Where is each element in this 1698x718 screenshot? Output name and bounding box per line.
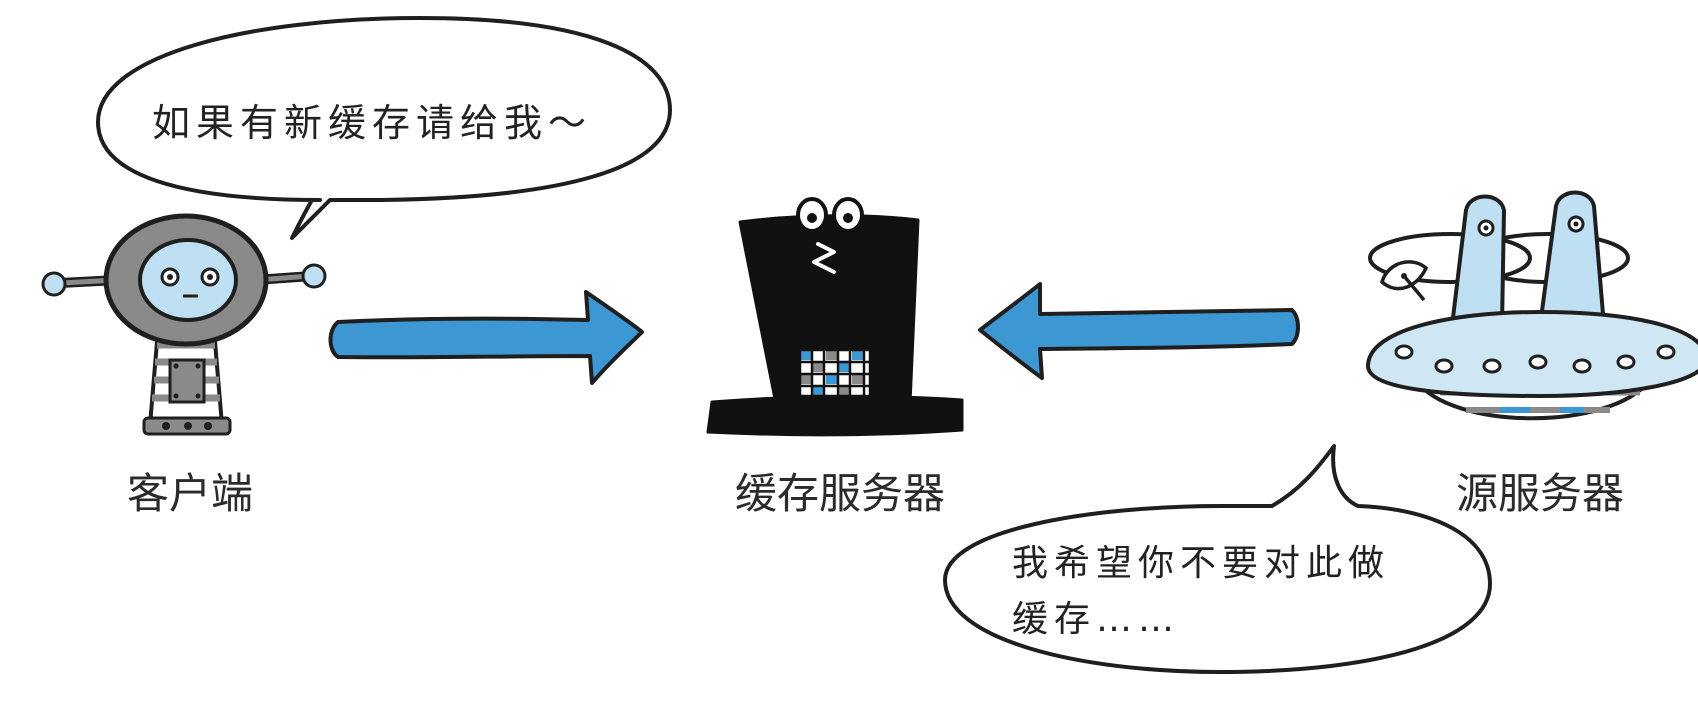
cache-grid-icon <box>798 348 872 398</box>
request-arrow-icon <box>328 290 644 385</box>
origin-speech-bubble <box>943 444 1492 674</box>
client-speech-bubble <box>96 16 672 240</box>
cache-server-label: 缓存服务器 <box>734 469 945 518</box>
origin-speech-text-line1: 我希望你不要对此做 <box>1012 543 1391 584</box>
response-arrow-icon <box>978 282 1300 380</box>
origin-server-icon <box>1365 190 1698 421</box>
origin-server-label: 源服务器 <box>1455 469 1624 518</box>
client-speech-text: 如果有新缓存请给我～ <box>152 101 593 145</box>
origin-speech-text-line2: 缓存…… <box>1012 599 1181 640</box>
client-robot-icon <box>41 213 327 436</box>
cache-server-icon <box>706 197 964 437</box>
satellite-dish-icon <box>1379 260 1429 302</box>
client-label: 客户端 <box>126 469 253 518</box>
